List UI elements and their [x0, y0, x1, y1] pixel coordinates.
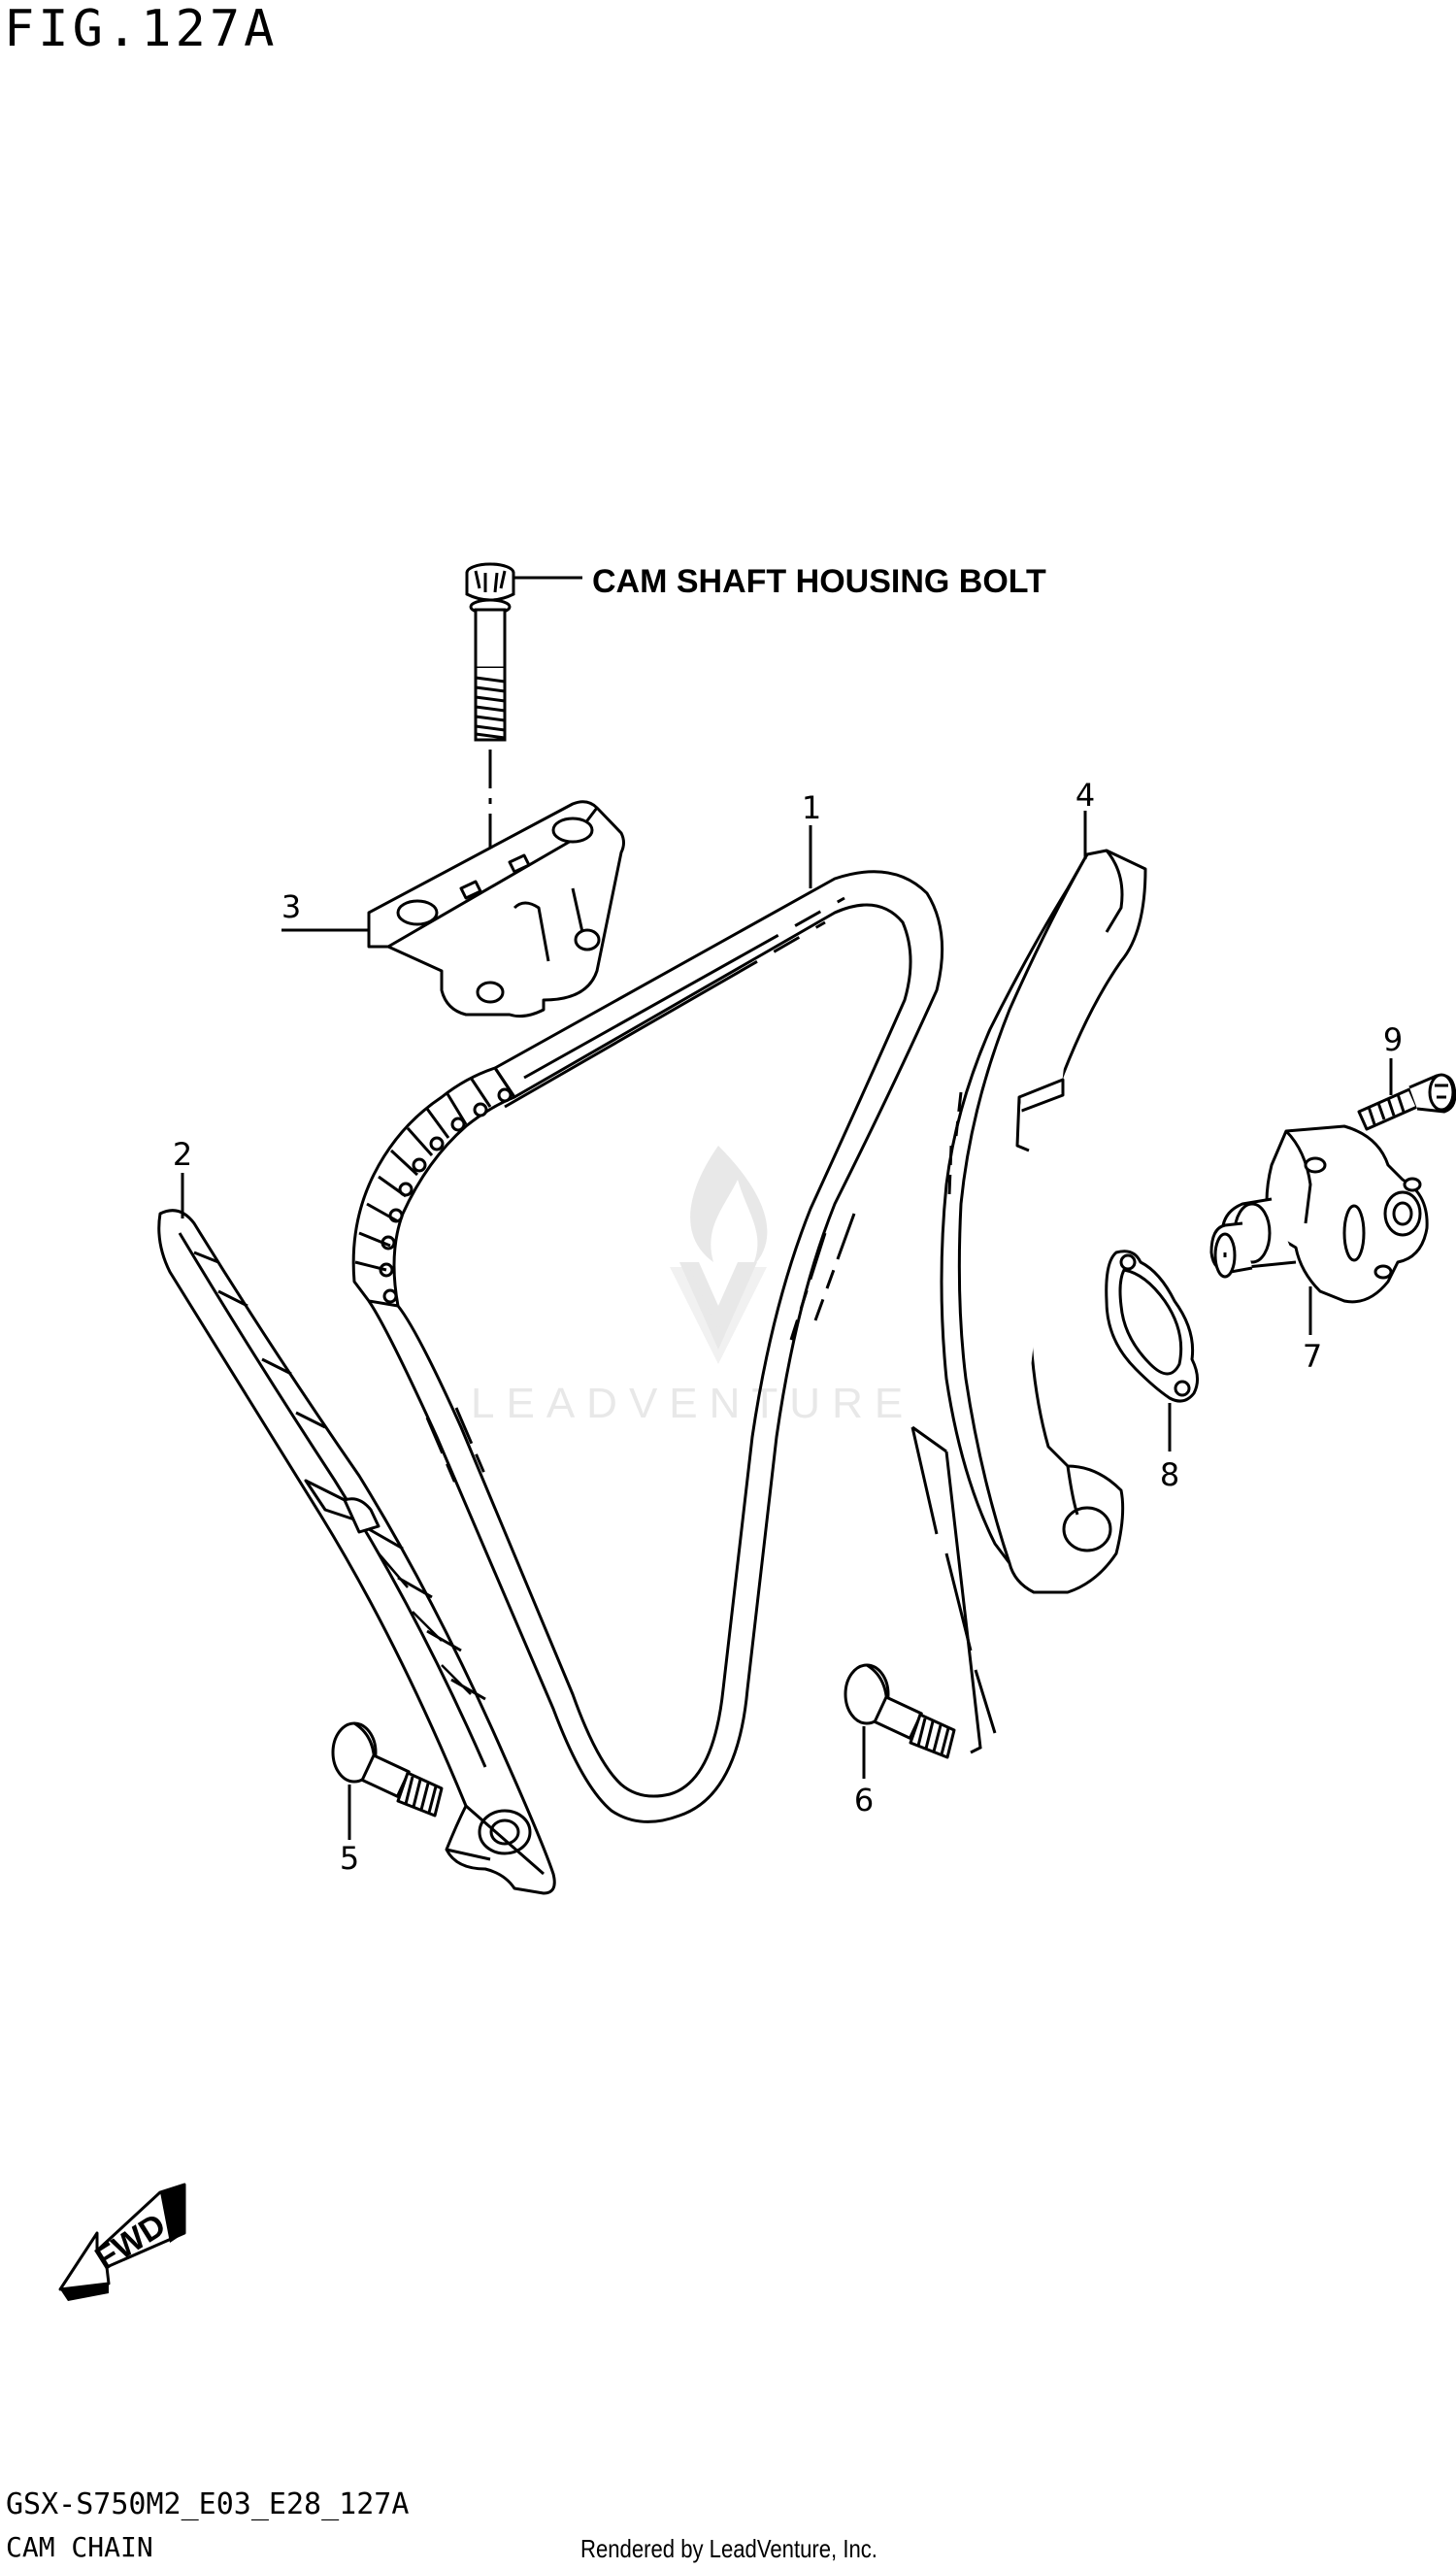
ref-number-8: 8	[1160, 1456, 1179, 1493]
alignment-guide	[910, 1425, 997, 1754]
ref-number-6: 6	[854, 1782, 874, 1818]
rendered-by-credit: Rendered by LeadVenture, Inc.	[580, 2534, 877, 2563]
part-4-tensioner	[940, 849, 1147, 1594]
part-3-upper-guide	[367, 800, 625, 1018]
fwd-direction-arrow: FWD	[58, 2183, 186, 2301]
part-5-bolt	[331, 1721, 444, 1818]
ref-number-7: 7	[1303, 1338, 1322, 1375]
cam-shaft-housing-bolt-label: CAM SHAFT HOUSING BOLT	[592, 563, 1046, 600]
ref-number-5: 5	[340, 1840, 359, 1877]
watermark: LEADVENTURE	[471, 1146, 914, 1427]
section-title: CAM CHAIN	[6, 2531, 153, 2563]
ref-number-9: 9	[1383, 1021, 1403, 1058]
part-8-gasket	[1105, 1250, 1199, 1403]
part-7-tensioner-adjuster	[1209, 1124, 1429, 1304]
ref-number-1: 1	[802, 789, 821, 826]
watermark-text: LEADVENTURE	[471, 1380, 914, 1427]
figure-title: FIG.127A	[4, 0, 279, 58]
part-6-bolt	[844, 1663, 956, 1759]
part-1-cam-chain	[351, 870, 944, 1823]
ref-number-2: 2	[173, 1136, 192, 1173]
cam-shaft-housing-bolt	[465, 562, 582, 742]
model-code: GSX-S750M2_E03_E28_127A	[6, 2487, 410, 2521]
part-9-bolt	[1357, 1073, 1456, 1131]
ref-number-3: 3	[281, 888, 301, 925]
part-2-chain-guide	[157, 1209, 556, 1895]
ref-number-4: 4	[1075, 777, 1095, 814]
